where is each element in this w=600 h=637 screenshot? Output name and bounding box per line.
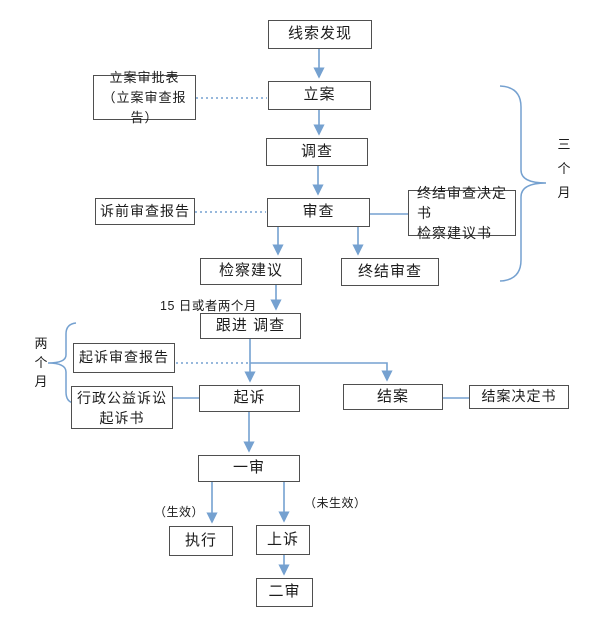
node-procuratorial-suggestion: 检察建议 [200, 258, 302, 285]
node-termination-review: 终结审查 [341, 258, 439, 286]
node-prosecution: 起诉 [199, 385, 300, 412]
arrow-branch-to-case-closing [250, 362, 393, 382]
node-closing-decision: 结案决定书 [469, 385, 569, 409]
label-three-months: 三个月 [557, 137, 571, 200]
node-appeal: 上诉 [256, 525, 310, 555]
admin-lawsuit-line1: 行政公益诉讼 [77, 389, 167, 406]
node-prosecution-review-report: 起诉审查报告 [73, 343, 175, 373]
node-follow-up-investigation: 跟进 调查 [200, 313, 301, 339]
label-effective: （生效） [154, 505, 205, 519]
node-case-closing: 结案 [343, 384, 443, 410]
node-first-instance: 一审 [198, 455, 300, 482]
node-filing-form: 立案审批表（立案审查报告） [93, 70, 196, 125]
node-pre-litigation-report: 诉前审查报告 [95, 198, 195, 225]
node-case-filing: 立案 [268, 81, 371, 110]
label-not-effective: （未生效） [304, 496, 367, 510]
brace-three-months [499, 85, 547, 282]
node-termination-docs: 终结审查决定书 检察建议书 [408, 185, 516, 241]
termination-docs-line2: 检察建议书 [417, 225, 492, 241]
label-deadline-15days: 15 日或者两个月 [160, 299, 257, 313]
node-review: 审查 [267, 198, 370, 227]
node-clue-discovery: 线索发现 [268, 20, 372, 49]
label-two-months: 两个月 [34, 336, 48, 389]
brace-two-months [47, 322, 77, 404]
node-investigation: 调查 [266, 138, 368, 166]
admin-lawsuit-line2: 起诉书 [99, 409, 145, 426]
node-admin-lawsuit-doc: 行政公益诉讼 起诉书 [71, 386, 173, 429]
node-execution: 执行 [169, 526, 233, 556]
termination-docs-line1: 终结审查决定书 [417, 185, 507, 221]
node-second-instance: 二审 [256, 578, 313, 607]
